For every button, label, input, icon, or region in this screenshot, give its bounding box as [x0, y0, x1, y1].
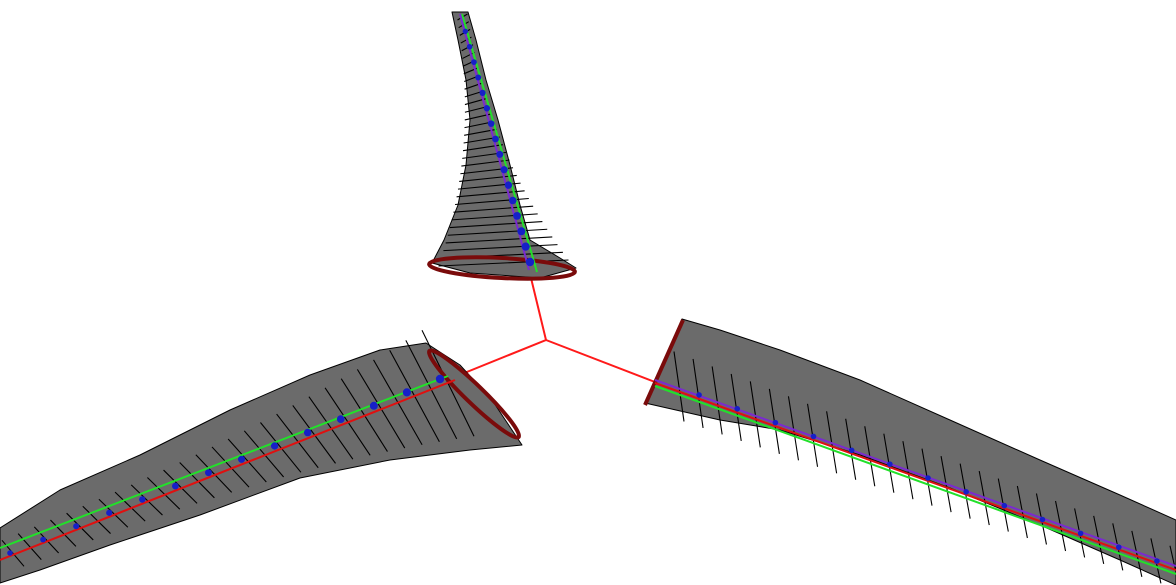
blade-node [963, 489, 969, 495]
panel-rib [1131, 530, 1143, 577]
panel-rib [260, 422, 302, 473]
blade-node [925, 475, 931, 481]
blade-node [73, 523, 80, 530]
blade-node [205, 469, 212, 477]
blade-node [1115, 544, 1122, 551]
panel-rib [50, 519, 77, 547]
blade-node [848, 447, 855, 454]
panel-rib [66, 512, 94, 541]
blade-node [483, 105, 491, 112]
panel-rib [447, 228, 548, 236]
blade-node [369, 401, 378, 410]
blade-top [427, 11, 577, 281]
blade-node [887, 461, 893, 467]
panel-rib [451, 213, 538, 221]
blade-node [500, 166, 508, 174]
panel-rib [114, 491, 146, 522]
blade-node [139, 496, 146, 503]
blade-node [106, 509, 113, 516]
blade-node [336, 415, 345, 424]
blade-node [525, 257, 535, 267]
blade-node [172, 482, 179, 490]
panel-rib [33, 526, 60, 554]
panel-rib [98, 498, 129, 528]
blade-node [40, 536, 46, 543]
panel-rib [1169, 545, 1176, 575]
panel-rib [749, 381, 761, 448]
panel-rib [453, 205, 534, 213]
panel-rib [179, 462, 215, 499]
blade-node [471, 59, 477, 66]
panel-rib [459, 174, 517, 182]
blade-node [517, 227, 526, 236]
panel-rib [673, 351, 685, 422]
blade-node [496, 150, 504, 158]
blade-node [772, 419, 779, 426]
blade-node [734, 405, 741, 412]
panel-rib [276, 413, 319, 469]
blade-node [504, 181, 513, 189]
blade-node [435, 374, 445, 384]
blade-node [402, 388, 412, 397]
panel-rib [787, 396, 800, 461]
blade-node [487, 120, 495, 127]
blade-node [237, 455, 246, 463]
blade-node [1154, 558, 1160, 564]
panel-rib [17, 533, 42, 560]
panel-rib [308, 396, 354, 460]
blade-node [1001, 502, 1008, 509]
panel-rib [449, 221, 543, 229]
blade-node [513, 211, 521, 220]
blade-node [1039, 516, 1046, 523]
blade-node [466, 43, 473, 50]
blade-node [7, 550, 13, 556]
blade-node [696, 392, 702, 398]
panel-rib [147, 477, 181, 510]
blade-node [508, 196, 517, 205]
panel-rib [1054, 500, 1067, 552]
panel-rib [711, 366, 723, 435]
panel-rib [227, 438, 267, 483]
blade-left [0, 330, 523, 584]
panel-rib [292, 405, 336, 464]
blade-node [492, 135, 499, 143]
blade-node [303, 428, 312, 437]
hub-lines [451, 277, 656, 383]
blade-right [643, 318, 1176, 585]
panel-rib [1, 539, 25, 567]
panel-rib [445, 236, 553, 244]
blade-node [1077, 530, 1084, 537]
panel-rib [163, 469, 198, 504]
panel-rib [443, 244, 558, 252]
panel-rib [82, 505, 111, 534]
panel-rib [130, 484, 163, 516]
panel-rib [211, 446, 250, 488]
panel-rib [195, 454, 233, 493]
blade-node [270, 442, 279, 450]
blade-node [462, 28, 469, 35]
panel-rib [1093, 515, 1105, 565]
blade-node [475, 74, 482, 81]
panel-rib [461, 159, 510, 167]
blade-node [479, 89, 486, 96]
blade-node [810, 433, 817, 440]
blade-node [521, 242, 530, 251]
panel-rib [243, 430, 285, 478]
